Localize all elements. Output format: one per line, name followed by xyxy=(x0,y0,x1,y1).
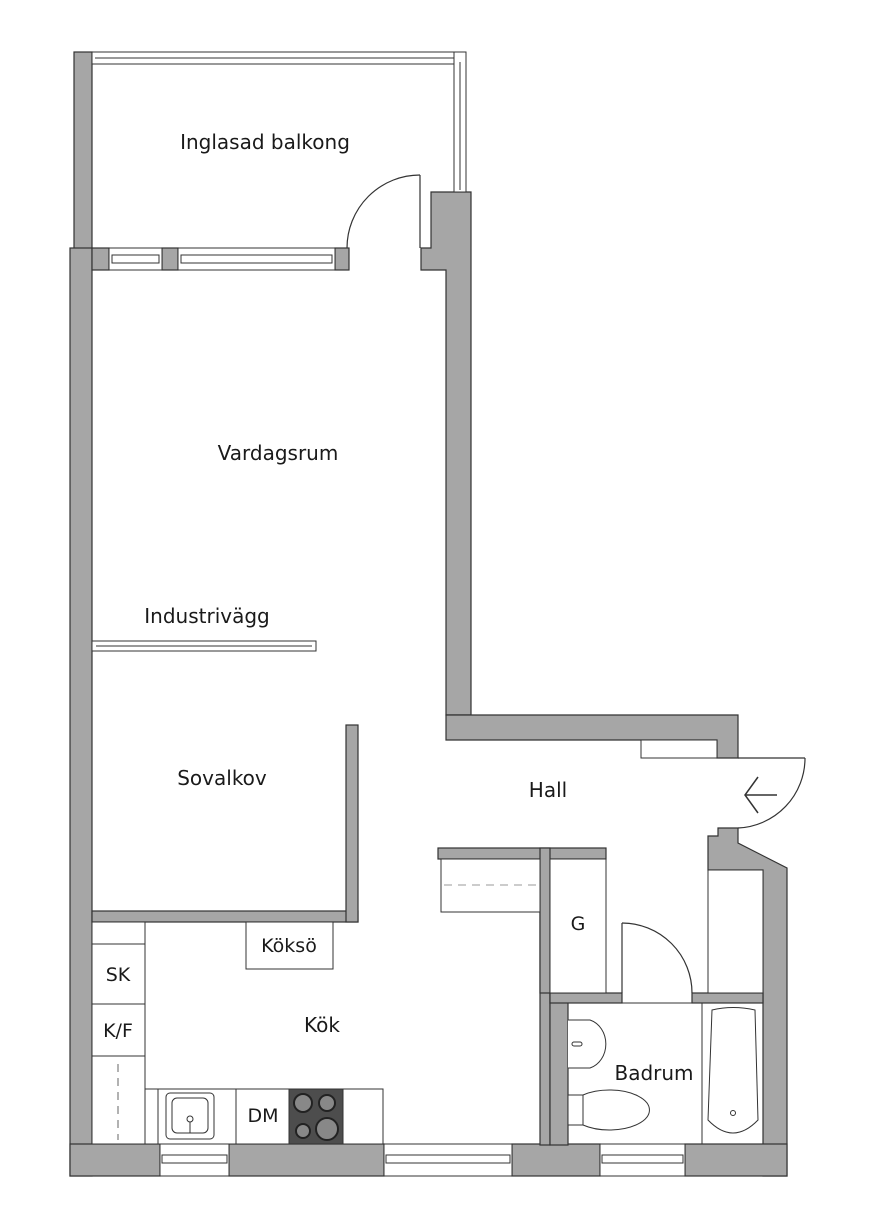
label-kitchen-island: Köksö xyxy=(261,935,317,957)
windows xyxy=(91,247,686,1177)
room-label-sleeping-alcove: Sovalkov xyxy=(177,766,267,790)
room-label-living-room: Vardagsrum xyxy=(218,441,339,465)
balcony-glazing xyxy=(91,51,467,193)
room-label-hall: Hall xyxy=(529,778,567,802)
label-freezer: SK xyxy=(106,964,131,986)
label-industrial-wall: Industrivägg xyxy=(144,604,269,628)
entrance-arrow-icon xyxy=(744,776,777,814)
doors xyxy=(346,174,806,994)
room-label-bathroom: Badrum xyxy=(614,1061,693,1085)
label-wardrobe: G xyxy=(571,913,586,935)
room-label-kitchen: Kök xyxy=(304,1013,340,1037)
label-fridge-freezer: K/F xyxy=(103,1020,133,1042)
stove-icon xyxy=(288,1088,344,1145)
hall-fixtures xyxy=(440,739,764,994)
label-dishwasher: DM xyxy=(247,1105,278,1127)
bathroom-fixtures xyxy=(567,1002,764,1145)
walls xyxy=(69,51,788,1177)
room-label-balcony: Inglasad balkong xyxy=(180,130,350,154)
kitchen-fixtures xyxy=(91,921,384,1145)
